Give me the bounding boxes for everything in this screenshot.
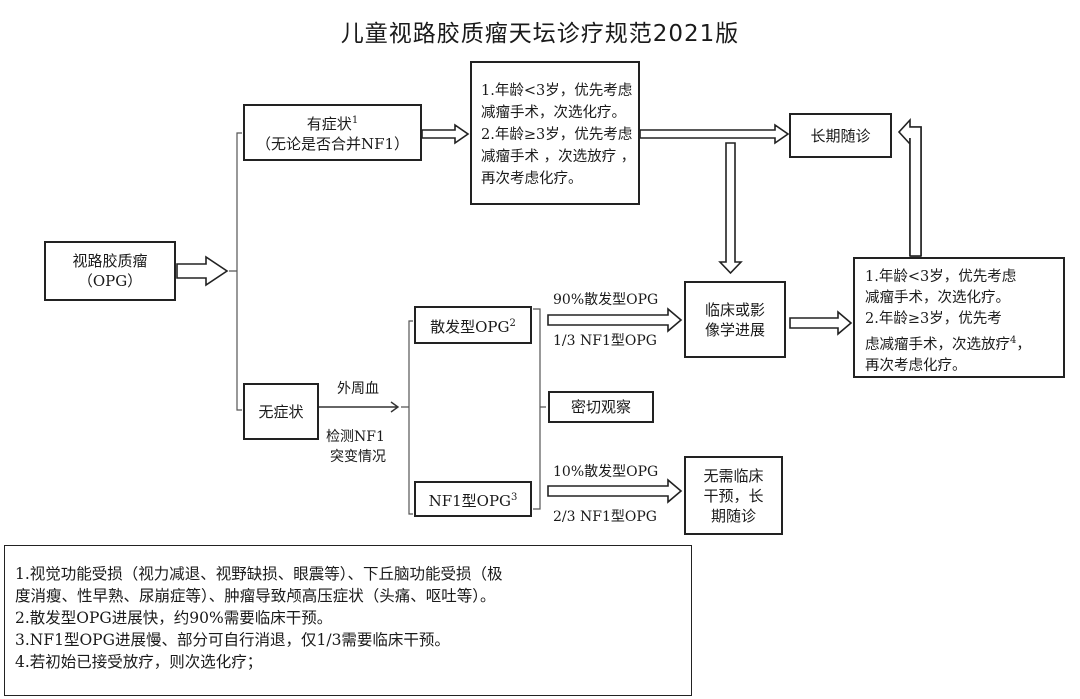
bracket-sporadic [533,308,546,510]
bracket-asymptomatic [401,320,413,515]
treatment-top-line: 减瘤手术，次选化疗。 [481,105,626,121]
label-peripheral-blood: 外周血 [337,381,379,397]
node-progression-line1: 临床或影 [704,300,765,319]
treatment-right-comma: ， [1016,336,1031,353]
treatment-top-line: 2.年龄≥3岁，优先考虑 [481,127,633,143]
arrow-opg-to-branch [176,255,229,287]
treatment-right-line: 再次考虑化疗。 [865,357,967,374]
node-no-intervention-line1: 无需临床 [703,466,764,485]
footnote-line: 4.若初始已接受放疗，则次选化疗； [15,653,263,671]
node-asymptomatic: 无症状 [243,383,319,440]
note-ref-1: 1 [351,115,359,126]
label-10pct-sporadic: 10%散发型OPG [553,464,659,480]
node-treatment-top: 1.年龄<3岁，优先考虑 减瘤手术，次选化疗。 2.年龄≥3岁，优先考虑 减瘤手… [470,61,640,205]
node-sporadic: 散发型OPG2 [414,306,532,344]
node-asymptomatic-label: 无症状 [258,402,304,421]
arrow-progression-to-treatment [789,310,853,336]
node-treatment-right: 1.年龄<3岁，优先考虑 减瘤手术，次选化疗。 2.年龄≥3岁，优先考 虑减瘤手… [853,257,1065,378]
note-ref-2: 2 [509,317,516,329]
note-ref-4: 4 [1010,335,1017,346]
footnote-line: 度消瘦、性早熟、尿崩症等）、肿瘤导致颅高压症状（头痛、呕吐等）。 [15,587,496,605]
footnote-line: 1.视觉功能受损（视力减退、视野缺损、眼震等）、下丘脑功能受损（极 [15,565,503,583]
treatment-right-line: 减瘤手术，次选化疗。 [865,290,1010,306]
node-observe-label: 密切观察 [570,398,631,416]
node-no-intervention-line3: 期随诊 [710,506,756,525]
node-no-intervention: 无需临床 干预，长 期随诊 [684,456,783,535]
diagram-title: 儿童视路胶质瘤天坛诊疗规范2021版 [340,21,740,47]
label-detect-nf1: 检测NF1 [326,429,385,445]
node-symptomatic-line1: 有症状 [306,115,352,133]
label-mutation: 突变情况 [330,449,386,465]
arrow-symptomatic-to-treatment [421,123,470,145]
arrow-sporadic-to-progression [547,307,683,333]
arrow-to-progression [718,142,743,275]
footnote-line: 3.NF1型OPG进展慢、部分可自行消退，仅1/3需要临床干预。 [15,631,450,649]
node-progression-line2: 像学进展 [704,320,765,339]
node-progression: 临床或影 像学进展 [684,281,786,358]
treatment-top-line: 减瘤手术 ，次选放疗 ， [481,149,636,165]
node-opg-line1: 视路胶质瘤 [72,252,148,270]
node-opg-line2: （OPG） [77,272,143,290]
node-long-followup-label: 长期随诊 [810,126,871,145]
node-opg: 视路胶质瘤 （OPG） [44,241,176,301]
bracket-main [229,132,242,411]
arrow-treatment-to-followup [639,123,790,145]
arrow-asymptomatic-to-bracket [319,401,400,413]
node-symptomatic: 有症状1 （无论是否合并NF1） [243,104,422,161]
label-90pct-sporadic: 90%散发型OPG [553,292,659,308]
node-nf1-label: NF1型OPG [428,491,512,510]
treatment-right-line: 1.年龄<3岁，优先考虑 [865,269,1017,285]
node-long-followup: 长期随诊 [789,113,892,158]
node-no-intervention-line2: 干预，长 [703,486,764,505]
treatment-top-line: 再次考虑化疗。 [481,171,583,187]
treatment-right-line: 2.年龄≥3岁，优先考 [865,311,1002,327]
label-two-thirds-nf1: 2/3 NF1型OPG [553,509,657,525]
label-third-nf1: 1/3 NF1型OPG [553,333,657,349]
treatment-right-line: 虑减瘤手术，次选放疗 [865,336,1010,353]
arrow-nf1-to-nointervention [547,478,683,504]
node-sporadic-label: 散发型OPG [430,317,510,336]
treatment-top-line: 1.年龄<3岁，优先考虑 [481,83,633,99]
footnote-line: 2.散发型OPG进展快，约90%需要临床干预。 [15,609,333,627]
node-symptomatic-line2: （无论是否合并NF1） [255,135,410,153]
node-nf1: NF1型OPG3 [414,481,532,517]
note-ref-3: 3 [511,491,518,503]
node-observe: 密切观察 [548,391,654,423]
footnotes-box: 1.视觉功能受损（视力减退、视野缺损、眼震等）、下丘脑功能受损（极 度消瘦、性早… [4,545,692,696]
